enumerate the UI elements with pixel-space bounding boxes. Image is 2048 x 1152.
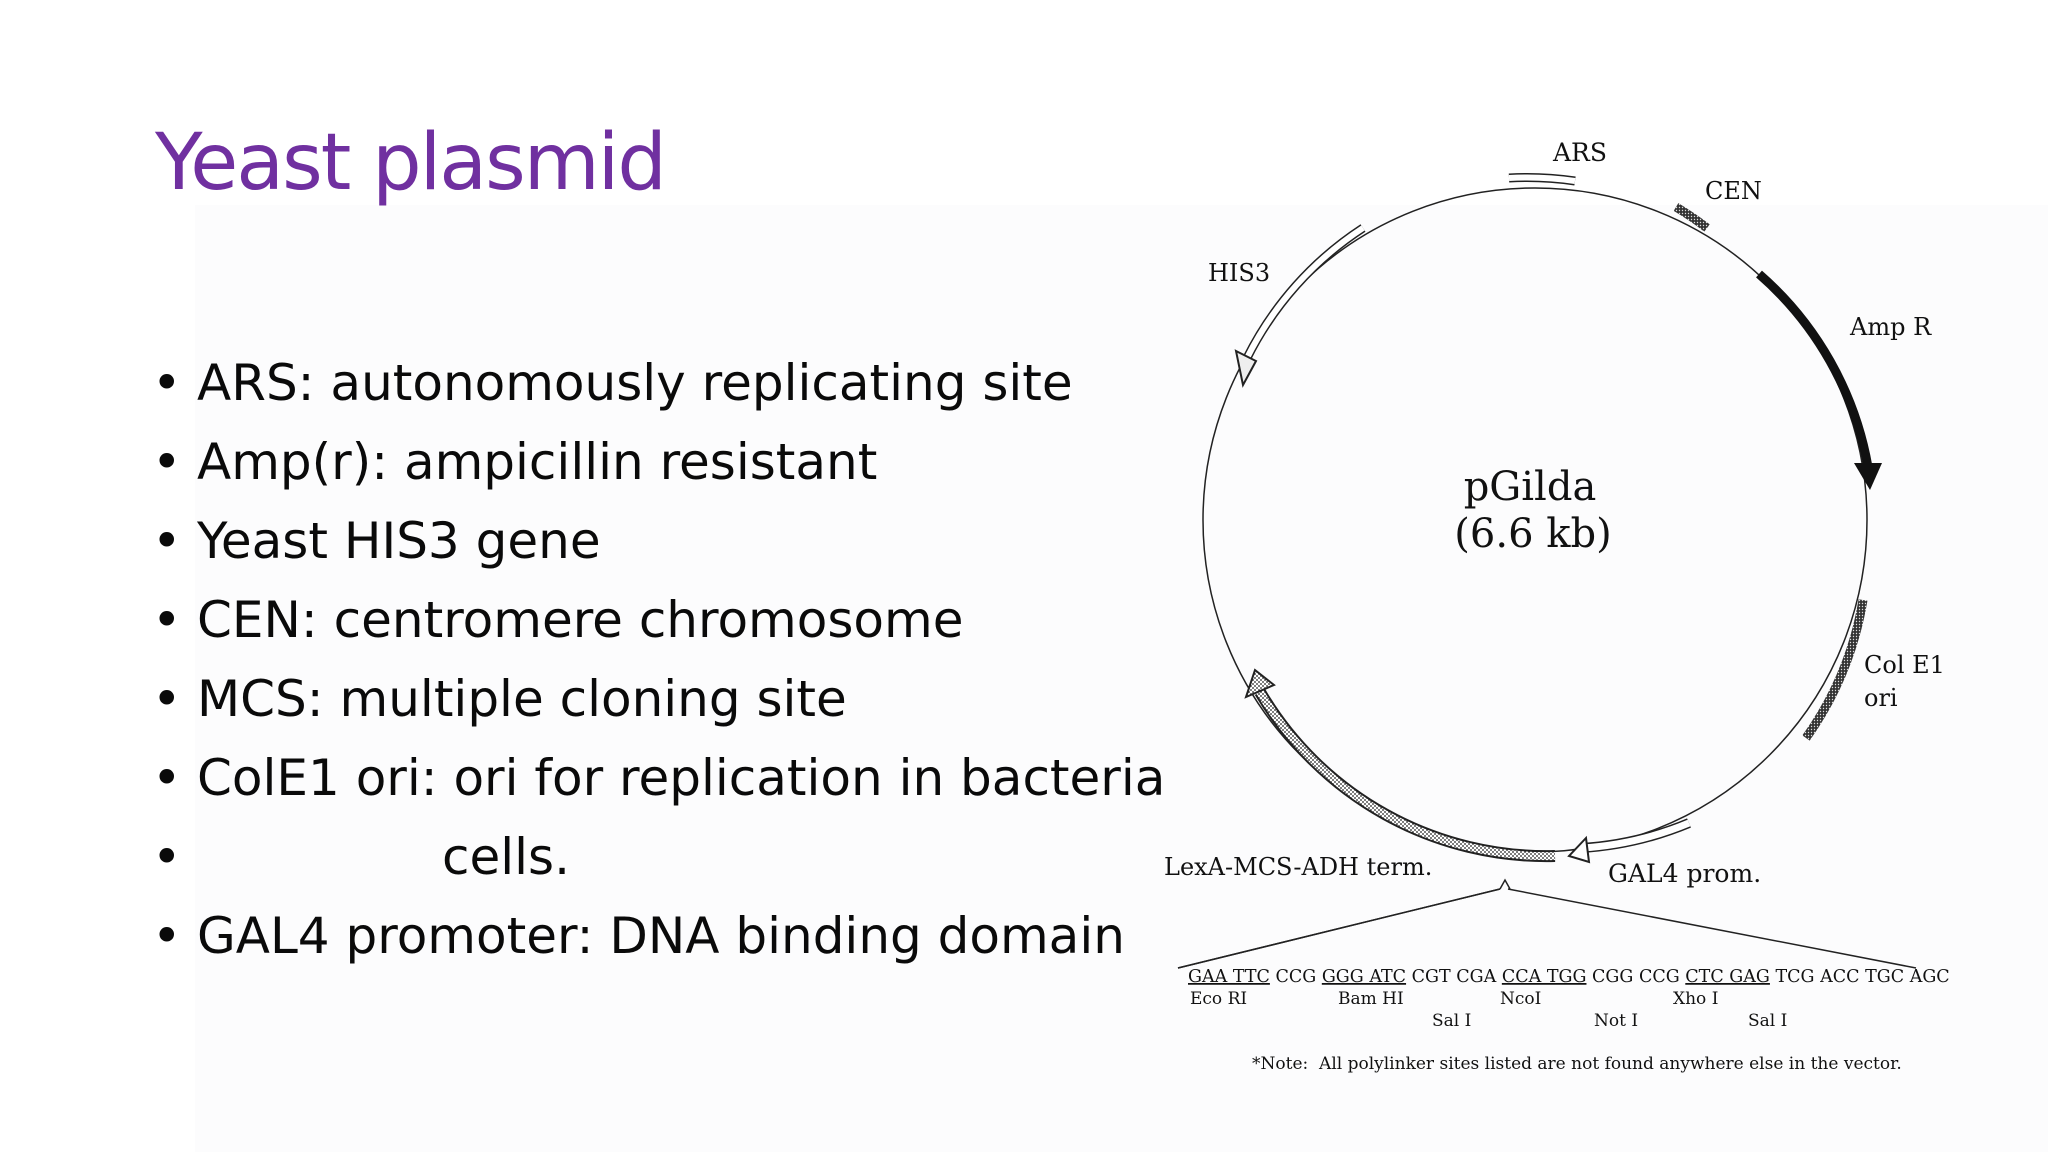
bullet-item: • cells. (152, 822, 1165, 901)
lexa-feature-fill (1256, 689, 1556, 861)
ars-feature-fill (1508, 174, 1576, 184)
his3-arrowhead (1234, 349, 1258, 388)
plasmid-size: (6.6 kb) (1454, 511, 1611, 557)
bullet-marker: • (152, 907, 182, 965)
gal4-feature-fill (1581, 819, 1691, 852)
bullet-item: • Yeast HIS3 gene (152, 506, 1165, 585)
bullet-item: • ARS: autonomously replicating site (152, 348, 1165, 427)
label-cole1: Col E1 (1864, 651, 1945, 679)
ampr-arrowhead (1854, 463, 1882, 490)
label-ars: ARS (1552, 138, 1607, 167)
site-label: Sal I (1432, 1011, 1471, 1031)
bullet-text: CEN: centromere chromosome (197, 591, 964, 649)
his3-feature-fill (1244, 225, 1365, 360)
lexa-arrowhead (1244, 668, 1276, 699)
bullet-item: • MCS: multiple cloning site (152, 664, 1165, 743)
mcs-codon: CGT CGA (1412, 967, 1497, 987)
plasmid-name: pGilda (1464, 464, 1597, 510)
mcs-codon: GGG ATC (1322, 967, 1406, 987)
bullet-text: MCS: multiple cloning site (197, 670, 847, 728)
bullet-text: Amp(r): ampicillin resistant (197, 433, 878, 491)
label-cole1-ori: ori (1864, 684, 1898, 712)
bullet-text: Yeast HIS3 gene (197, 512, 601, 570)
bullet-marker: • (152, 670, 182, 728)
site-label: Bam HI (1338, 989, 1404, 1009)
label-lexa: LexA-MCS-ADH term. (1164, 853, 1432, 881)
mcs-sequence: GAA TTC CCG GGG ATC CGT CGA CCA TGG CGG … (1188, 967, 1950, 987)
site-label: Eco RI (1190, 989, 1247, 1009)
bullet-item: • Amp(r): ampicillin resistant (152, 427, 1165, 506)
bullet-text: GAL4 promoter: DNA binding domain (197, 907, 1125, 965)
bullet-text: ARS: autonomously replicating site (197, 354, 1073, 412)
bullet-list: • ARS: autonomously replicating site • Amp… (152, 348, 1165, 980)
bullet-marker: • (152, 354, 182, 412)
label-gal4: GAL4 prom. (1608, 859, 1761, 888)
mcs-codon: CGG CCG (1592, 967, 1680, 987)
ampr-feature (1756, 270, 1873, 468)
mcs-expansion-line-left-b (1177, 888, 1501, 969)
site-label: Sal I (1748, 1011, 1787, 1031)
slide-title: Yeast plasmid (155, 118, 667, 208)
cole1-feature (1802, 599, 1868, 741)
mcs-codon: TCG ACC TGC AGC (1776, 967, 1950, 987)
bullet-marker: • (152, 749, 182, 807)
label-his3: HIS3 (1208, 259, 1270, 287)
lexa-feature (1254, 688, 1556, 863)
bullet-marker: • (152, 433, 182, 491)
mcs-expansion-line-right (1507, 888, 1917, 969)
gal4-arrowhead (1567, 835, 1591, 864)
bullet-marker: • (152, 828, 182, 886)
polylinker-note: *Note: All polylinker sites listed are n… (1252, 1054, 1902, 1074)
bullet-marker: • (152, 512, 182, 570)
plasmid-map: pGilda (6.6 kb) ARS CEN Amp R Col E1 ori… (1164, 138, 1950, 1074)
mcs-codon: GAA TTC (1188, 967, 1270, 987)
site-label: Not I (1594, 1011, 1638, 1031)
mcs-codon: CTC GAG (1685, 967, 1770, 987)
cen-feature (1673, 203, 1710, 232)
mcs-expansion-apex (1499, 878, 1511, 890)
plasmid-map-figure: pGilda (6.6 kb) ARS CEN Amp R Col E1 ori… (1150, 125, 1960, 1085)
mcs-codon: CCA TGG (1502, 967, 1587, 987)
bullet-text: ColE1 ori: ori for replication in bacter… (197, 749, 1166, 807)
label-cen: CEN (1705, 177, 1762, 205)
bullet-text: cells. (442, 828, 570, 886)
mcs-codon: CCG (1275, 967, 1316, 987)
bullet-marker: • (152, 591, 182, 649)
bullet-item: • GAL4 promoter: DNA binding domain (152, 901, 1165, 980)
site-label: Xho I (1673, 989, 1718, 1009)
label-ampr: Amp R (1849, 313, 1932, 341)
site-label: NcoI (1500, 989, 1541, 1009)
content-area (195, 205, 2048, 1152)
bullet-item: • ColE1 ori: ori for replication in bacte… (152, 743, 1165, 822)
bullet-item: • CEN: centromere chromosome (152, 585, 1165, 664)
